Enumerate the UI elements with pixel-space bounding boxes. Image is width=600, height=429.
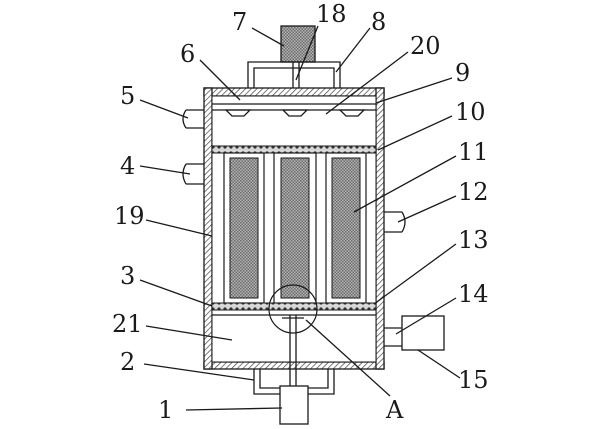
top-motor <box>280 25 316 63</box>
label-1: 1 <box>158 396 173 424</box>
side-pump <box>401 315 445 351</box>
label-7: 7 <box>232 8 247 36</box>
pipe-5 <box>186 109 204 129</box>
label-18: 18 <box>316 0 347 28</box>
label-10: 10 <box>455 98 486 126</box>
bottom-motor <box>279 385 309 425</box>
housing-wall-right <box>375 87 385 370</box>
filter-cartridges <box>223 152 367 304</box>
label-19: 19 <box>114 202 145 230</box>
detail-circle-a <box>268 284 318 334</box>
filter-cartridge-3 <box>331 157 361 299</box>
top-bracket <box>247 61 341 88</box>
part-labels: 7 18 8 6 20 9 5 10 4 11 12 19 13 3 14 21… <box>112 0 489 424</box>
label-11: 11 <box>458 138 489 166</box>
housing-wall-top <box>203 87 385 97</box>
label-5: 5 <box>120 82 135 110</box>
filter-cartridge-2 <box>280 157 310 299</box>
pipe-14 <box>384 327 402 347</box>
label-9: 9 <box>455 59 470 87</box>
leader-lines <box>139 25 461 411</box>
label-20: 20 <box>410 32 441 60</box>
label-6: 6 <box>180 40 195 68</box>
pipe-4 <box>186 163 204 185</box>
label-a: A <box>385 396 404 424</box>
lower-plate <box>211 302 377 311</box>
upper-plate <box>211 145 377 154</box>
pipes <box>182 109 445 351</box>
bottom-motor-assembly <box>253 369 335 425</box>
label-3: 3 <box>120 262 135 290</box>
label-21: 21 <box>112 310 143 338</box>
label-14: 14 <box>458 280 489 308</box>
filter-cartridge-1 <box>229 157 259 299</box>
label-8: 8 <box>371 8 386 36</box>
housing <box>203 87 385 390</box>
label-15: 15 <box>458 366 489 394</box>
top-motor-assembly <box>247 25 341 96</box>
housing-wall-left <box>203 87 213 370</box>
label-4: 4 <box>120 152 135 180</box>
label-13: 13 <box>458 226 489 254</box>
label-12: 12 <box>458 178 489 206</box>
label-2: 2 <box>120 348 135 376</box>
pipe-12 <box>384 211 402 233</box>
